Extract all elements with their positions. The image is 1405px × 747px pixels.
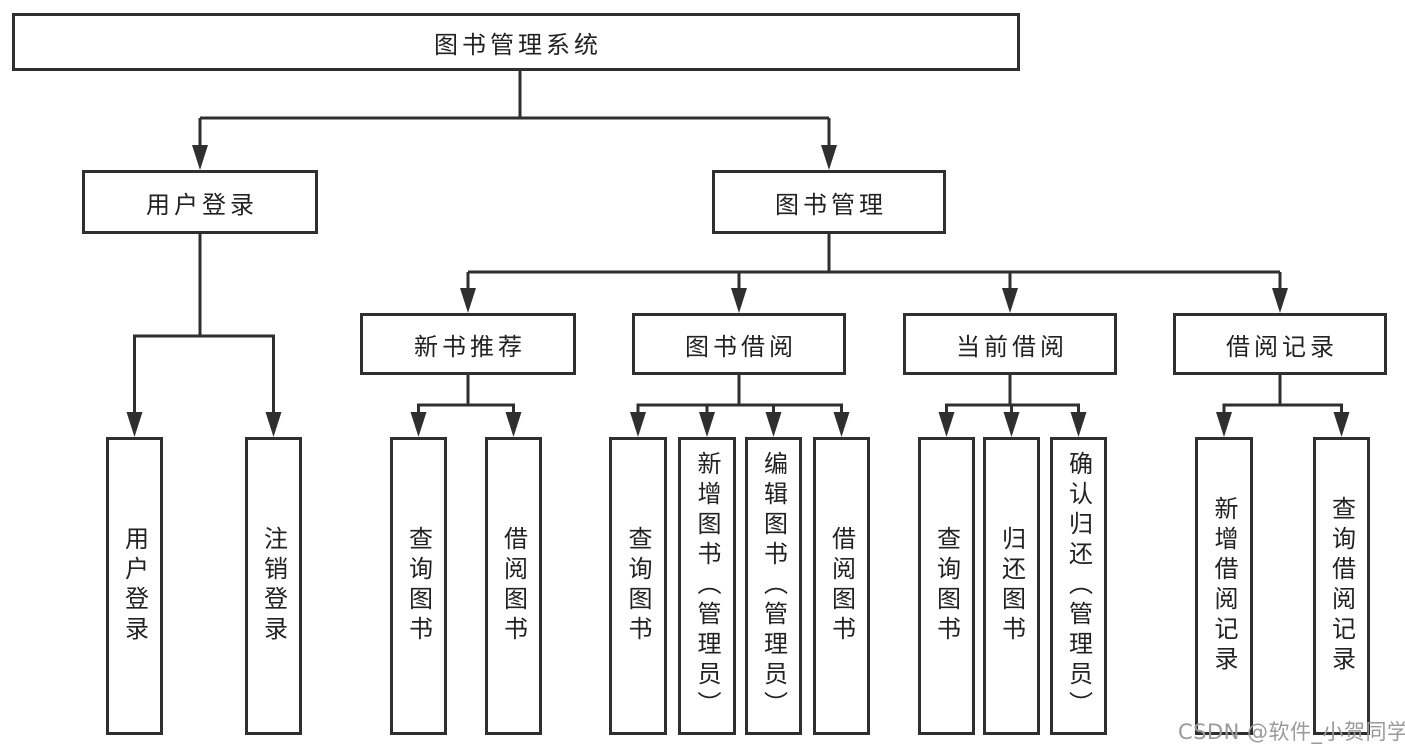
leaf-edit-book-admin: 编辑图书（管理员） (745, 437, 802, 735)
node-book-borrow: 图书借阅 (632, 313, 846, 375)
node-label: 用户登录 (146, 190, 258, 219)
node-label: 归还图书 (997, 526, 1026, 646)
leaf-query-borrow-record: 查询借阅记录 (1313, 437, 1370, 735)
leaf-borrow-books-recommend: 借阅图书 (485, 437, 542, 735)
node-label: 图书借阅 (685, 332, 797, 361)
node-root: 图书管理系统 (12, 13, 1020, 71)
node-label: 新增图书（管理员） (693, 451, 721, 721)
leaf-logout: 注销登录 (245, 437, 302, 735)
node-label: 新书推荐 (414, 332, 526, 361)
node-new-book-recommend: 新书推荐 (360, 313, 576, 375)
node-label: 查询图书 (932, 526, 961, 646)
node-label: 查询图书 (624, 526, 652, 646)
node-label: 借阅图书 (499, 526, 528, 646)
leaf-return-book: 归还图书 (983, 437, 1040, 735)
node-label: 当前借阅 (956, 332, 1068, 361)
node-label: 借阅图书 (827, 526, 856, 646)
node-current-borrow: 当前借阅 (903, 313, 1117, 375)
node-label: 用户登录 (120, 526, 149, 646)
leaf-borrow-books: 借阅图书 (813, 437, 870, 735)
watermark: CSDN @软件_小贺同学 (1178, 720, 1405, 744)
node-label: 注销登录 (259, 526, 288, 646)
node-label: 借阅记录 (1226, 332, 1338, 361)
node-label: 图书管理 (775, 190, 887, 219)
node-label: 查询图书 (404, 526, 433, 646)
node-book-management: 图书管理 (712, 170, 946, 234)
leaf-query-books-recommend: 查询图书 (390, 437, 447, 735)
leaf-confirm-return-admin: 确认归还（管理员） (1050, 437, 1107, 735)
node-label: 新增借阅记录 (1210, 496, 1238, 676)
leaf-add-borrow-record: 新增借阅记录 (1195, 437, 1253, 735)
node-label: 编辑图书（管理员） (759, 451, 788, 721)
node-label: 图书管理系统 (434, 30, 602, 59)
node-label: 确认归还（管理员） (1064, 451, 1093, 721)
leaf-add-book-admin: 新增图书（管理员） (678, 437, 736, 735)
leaf-query-books-borrow: 查询图书 (609, 437, 667, 735)
node-label: 查询借阅记录 (1327, 496, 1356, 676)
leaf-user-login: 用户登录 (106, 437, 163, 735)
leaf-query-books-current: 查询图书 (918, 437, 975, 735)
node-user-login: 用户登录 (82, 170, 318, 234)
node-borrow-records: 借阅记录 (1173, 313, 1387, 375)
